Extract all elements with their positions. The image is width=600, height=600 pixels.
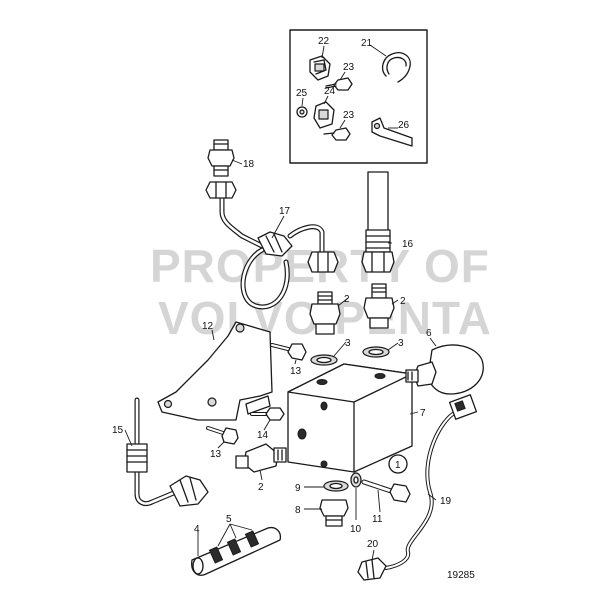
callout-2-right: 2 [400, 296, 406, 307]
callout-7: 7 [420, 408, 426, 419]
callout-1-circle [388, 454, 408, 474]
adapter-2-lower [235, 443, 287, 473]
figure-reference-number: 19285 [447, 570, 475, 581]
valve-block-7 [287, 363, 413, 481]
callout-13-lower: 13 [210, 449, 222, 460]
nut-25 [296, 106, 308, 118]
bolt-14 [250, 407, 285, 421]
callout-22: 22 [318, 36, 330, 47]
spool-valve-4 [191, 526, 282, 576]
callout-5: 5 [226, 514, 232, 525]
plug-8 [319, 499, 349, 527]
callout-23-upper: 23 [343, 62, 355, 73]
callout-labels: 1 2 2 2 3 3 4 5 6 7 8 9 10 11 12 13 13 1… [112, 36, 452, 550]
callout-16: 16 [402, 239, 414, 250]
callout-25: 25 [296, 88, 308, 99]
callout-leaders [124, 159, 437, 561]
washer-10 [350, 472, 362, 488]
washer-3-right [362, 346, 390, 358]
bracket-plate-12 [157, 321, 273, 421]
clamp-24 [313, 101, 335, 129]
clip-21 [381, 52, 411, 83]
cable-19 [384, 394, 478, 570]
callout-24: 24 [324, 86, 336, 97]
pipe-15 [126, 397, 209, 507]
bolt-11 [361, 479, 411, 503]
adapter-2-left [309, 291, 341, 335]
callout-23-lower: 23 [343, 110, 355, 121]
clamp-22 [309, 55, 331, 81]
callout-3-left: 3 [345, 338, 351, 349]
bolt-13-lower [206, 426, 239, 445]
washer-9 [323, 480, 349, 492]
callout-4: 4 [194, 524, 200, 535]
callout-15: 15 [112, 425, 124, 436]
callout-6: 6 [426, 328, 432, 339]
connector-20 [357, 557, 387, 581]
screw-23-upper [325, 77, 353, 91]
callout-1: 1 [395, 460, 401, 471]
callout-9: 9 [295, 483, 301, 494]
callout-3-right: 3 [398, 338, 404, 349]
adapter-2-right [363, 283, 395, 329]
hose-16 [361, 171, 395, 273]
callout-2-left: 2 [344, 294, 350, 305]
callout-17: 17 [279, 206, 291, 217]
callout-12: 12 [202, 321, 214, 332]
callout-13-upper: 13 [290, 366, 302, 377]
callout-10: 10 [350, 524, 362, 535]
callout-21: 21 [361, 38, 373, 49]
callout-8: 8 [295, 505, 301, 516]
callout-18: 18 [243, 159, 255, 170]
bracket-26 [371, 117, 413, 147]
bolt-13-upper [270, 343, 307, 361]
callout-11: 11 [372, 514, 383, 525]
washer-3-left [310, 354, 338, 366]
screw-23-lower [323, 127, 351, 141]
callout-26: 26 [398, 120, 410, 131]
callout-19: 19 [440, 496, 452, 507]
clamp-kit-inset [289, 29, 428, 164]
sensor-6 [405, 344, 484, 395]
callout-20: 20 [367, 539, 379, 550]
callout-14: 14 [257, 430, 269, 441]
pipe-assembly-17 [205, 139, 339, 310]
callout-2-lower: 2 [258, 482, 264, 493]
